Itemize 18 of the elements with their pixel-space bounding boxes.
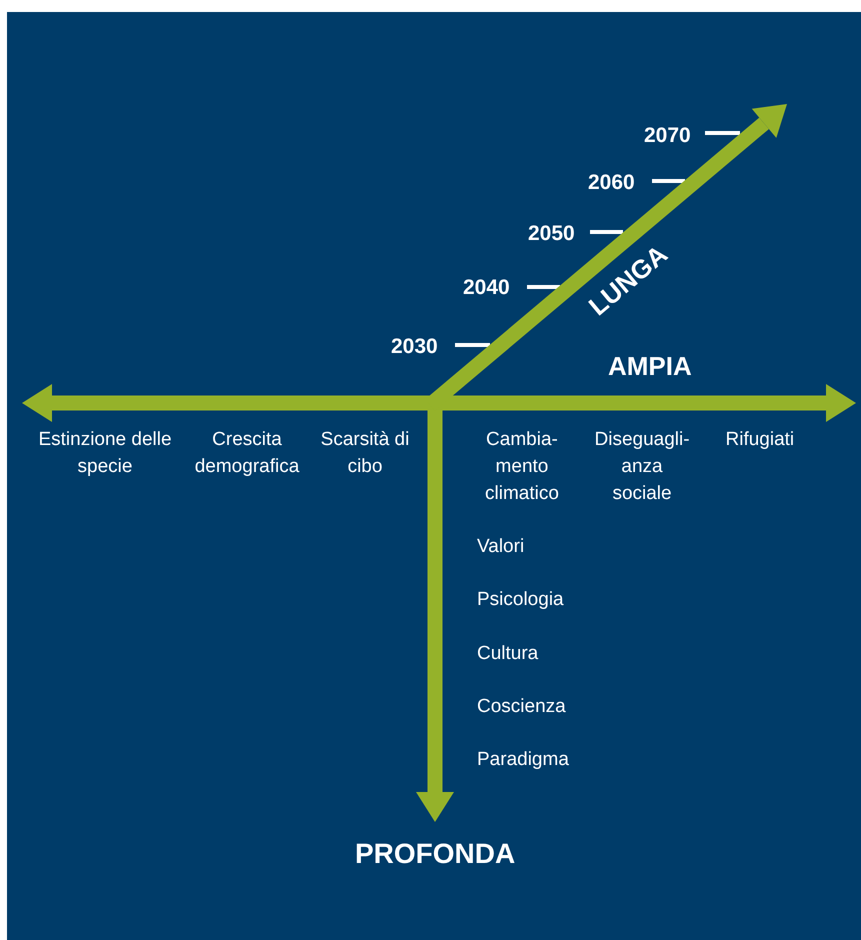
item-label: Valori xyxy=(477,535,524,559)
item-label: Crescita demografica xyxy=(194,428,300,479)
axis-label: AMPIA xyxy=(608,352,692,380)
year-label: 2070 xyxy=(644,123,691,149)
item-label: Scarsità di cibo xyxy=(320,428,410,479)
item-label: Coscienza xyxy=(477,695,566,719)
item-label: Rifugiati xyxy=(726,428,794,452)
axis-label: PROFONDA xyxy=(355,840,516,866)
item-label: Cambia- mento climatico xyxy=(485,428,559,506)
year-label: 2030 xyxy=(391,334,438,360)
year-label: 2050 xyxy=(528,221,575,247)
item-label: Cultura xyxy=(477,642,538,666)
item-label: Diseguagli- anza sociale xyxy=(594,428,690,506)
year-label: 2060 xyxy=(588,170,635,196)
item-label: Psicologia xyxy=(477,588,564,612)
year-label: 2040 xyxy=(463,275,510,301)
item-label: Estinzione delle specie xyxy=(37,428,173,479)
item-label: Paradigma xyxy=(477,748,569,772)
